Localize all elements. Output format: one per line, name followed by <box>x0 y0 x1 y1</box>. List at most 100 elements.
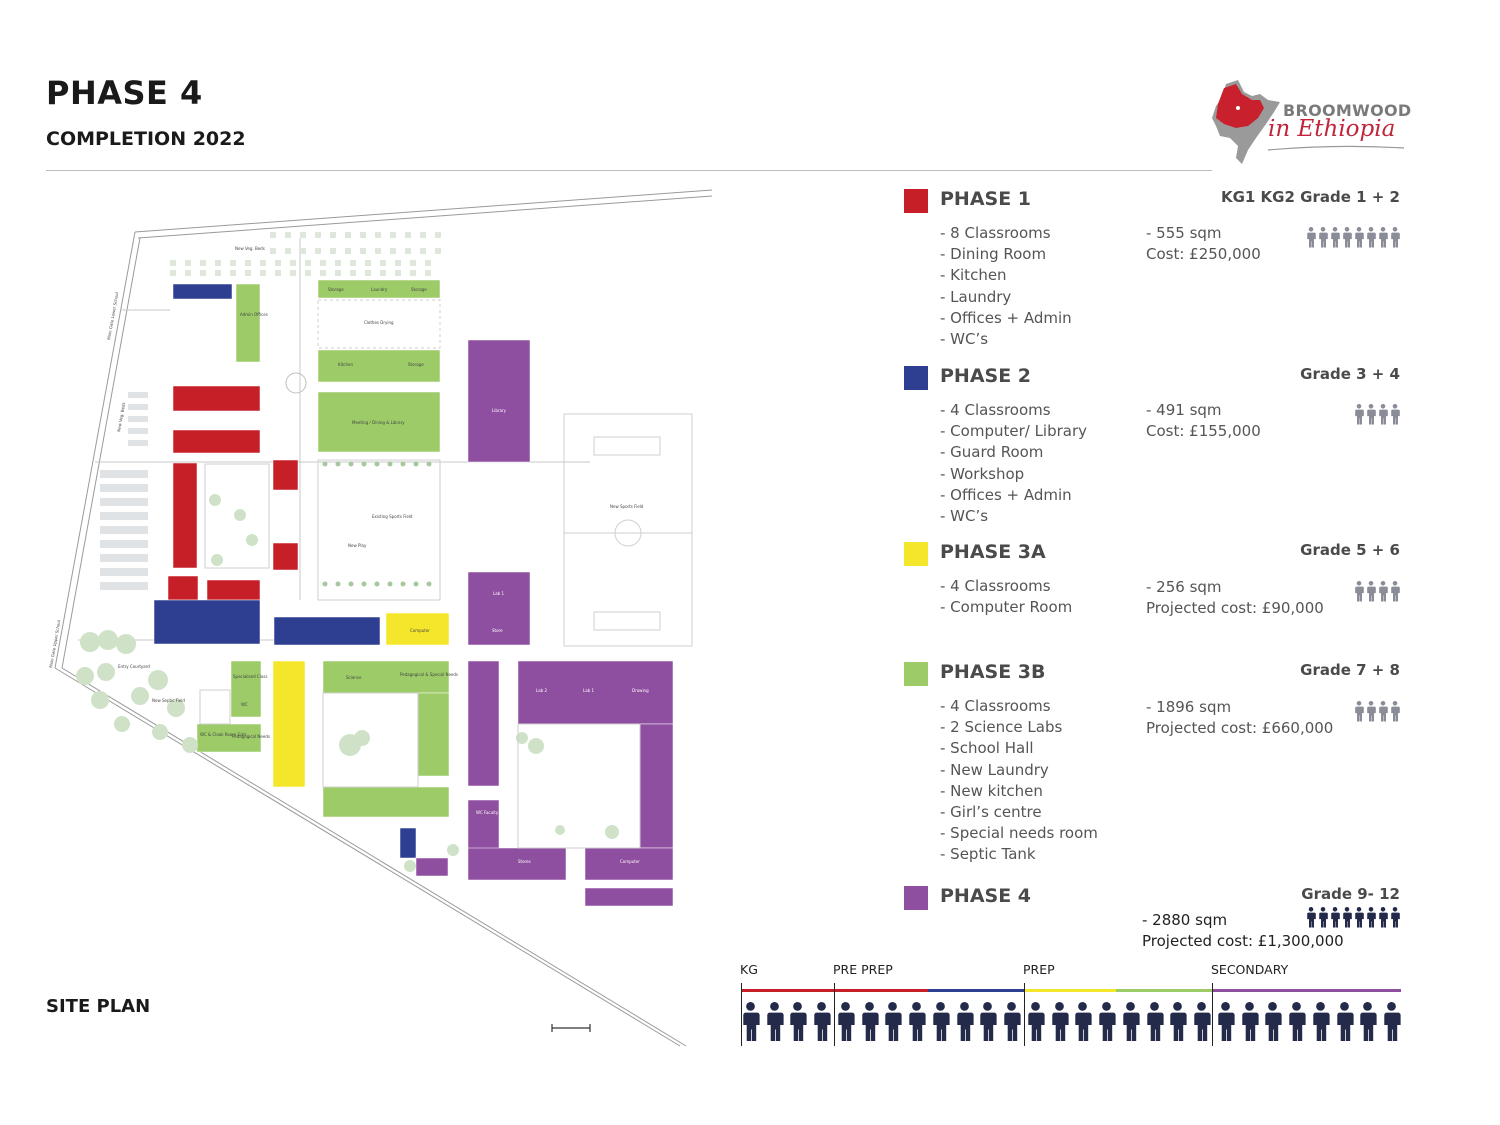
phase-grade: Grade 3 + 4 <box>1300 365 1400 383</box>
clothes-drying-area <box>317 299 441 349</box>
stage-color-band <box>1213 989 1401 992</box>
label-store: Store <box>492 628 503 633</box>
student-icon <box>1331 227 1340 248</box>
label-ped-special: Pedagogical & Special Needs <box>400 672 458 677</box>
student-icon <box>1367 907 1376 928</box>
student-icon <box>1343 227 1352 248</box>
phase-area: - 555 sqm <box>1146 224 1222 242</box>
phase-item: - Offices + Admin <box>940 308 1072 327</box>
phase-item: - New kitchen <box>940 781 1043 800</box>
student-figure <box>909 1002 926 1041</box>
label-sports-field: Existing Sports Field <box>372 514 413 519</box>
label-dining: Meeting / Dining & Library <box>352 420 405 425</box>
student-figure <box>1289 1002 1306 1041</box>
student-figure <box>1194 1002 1211 1041</box>
header-divider <box>46 170 1212 171</box>
label-specialised: Specialised Class <box>233 674 267 679</box>
phase-title: PHASE 4 <box>940 885 1032 907</box>
phase-color-swatch <box>904 366 928 390</box>
student-figure <box>1265 1002 1282 1041</box>
label-veg-beds-left: New Veg. Beds <box>116 402 126 432</box>
student-icon <box>1307 907 1316 928</box>
phase-color-swatch <box>904 542 928 566</box>
student-figure <box>814 1002 831 1041</box>
stage-divider <box>834 983 835 1046</box>
label-science: Science <box>346 675 362 680</box>
student-icon <box>1367 404 1376 425</box>
student-icon <box>1379 907 1388 928</box>
student-icon <box>1307 227 1316 248</box>
page-title: PHASE 4 <box>46 74 203 112</box>
phase-area: - 2880 sqm <box>1142 911 1228 929</box>
phase-area: - 256 sqm <box>1146 578 1222 596</box>
phase-items-list: - 8 Classrooms- Dining Room- Kitchen- La… <box>940 223 1072 350</box>
logo-underline <box>1267 145 1405 151</box>
tree-rows <box>170 232 441 276</box>
phase-area: - 1896 sqm <box>1146 698 1232 716</box>
courtyard <box>204 372 307 569</box>
phase-item: - 8 Classrooms <box>940 224 1051 242</box>
label-storage-1: Storage <box>328 287 344 292</box>
student-figure <box>838 1002 855 1041</box>
label-computer-2: Computer <box>620 859 640 864</box>
student-figure <box>1123 1002 1140 1041</box>
student-figure <box>1051 1002 1069 1041</box>
phase-item: - Computer/ Library <box>940 422 1088 441</box>
phase4-buildings <box>415 339 674 907</box>
phase-student-icons <box>1306 226 1400 248</box>
phase-grade: Grade 5 + 6 <box>1300 541 1400 559</box>
phase3b-buildings <box>196 279 450 818</box>
phase-item: - Kitchen <box>940 266 1007 285</box>
student-figure <box>743 1002 760 1041</box>
existing-sports-field <box>317 459 441 601</box>
student-figure <box>1170 1002 1187 1041</box>
label-pedagogical: Pedagogical Needs <box>232 734 270 739</box>
student-figure <box>1384 1002 1401 1041</box>
logo-text-top: BROOMWOOD <box>1283 101 1412 120</box>
phase-color-swatch <box>904 886 928 910</box>
phase-area: - 491 sqm <box>1146 401 1222 419</box>
phase-title: PHASE 2 <box>940 365 1032 387</box>
label-kitchen: Kitchen <box>338 362 353 367</box>
phase-item: - Guard Room <box>940 443 1044 462</box>
student-icon <box>1331 907 1340 928</box>
phase-item: - Special needs room <box>940 824 1098 843</box>
student-figure <box>790 1002 808 1041</box>
phase-cost: Projected cost: £90,000 <box>1146 599 1324 618</box>
phase-item: - 4 Classrooms <box>940 577 1051 595</box>
student-figure <box>861 1002 879 1041</box>
label-library: Library <box>492 408 507 413</box>
label-laundry: Laundry <box>371 287 388 292</box>
label-new-sports-field: New Sports Field <box>610 504 644 509</box>
label-drawing: Drawing <box>632 688 649 693</box>
label-entry: Entry Courtyard <box>118 664 150 669</box>
phase-cost: Cost: £250,000 <box>1146 245 1261 264</box>
phase-item: - Dining Room <box>940 245 1047 264</box>
student-figure <box>1146 1002 1164 1041</box>
phase-items-list: - 4 Classrooms- 2 Science Labs- School H… <box>940 696 1098 866</box>
phase-color-swatch <box>904 662 928 686</box>
phase3a-buildings <box>272 612 450 788</box>
phase-grade: Grade 9- 12 <box>1301 885 1400 903</box>
label-wc-girls: WC & Cloak Room Girls <box>200 732 247 737</box>
stage-color-band <box>1025 989 1116 992</box>
label-lab-3: Lab 1 <box>583 688 594 693</box>
student-figure <box>1313 1002 1330 1041</box>
student-figure <box>1099 1002 1116 1041</box>
label-main-gate-lower: Main Gate Lower School <box>106 292 119 340</box>
phase-item: - New Laundry <box>940 760 1049 779</box>
phase-item: - WC’s <box>940 330 989 349</box>
phase-item: - Computer Room <box>940 598 1073 617</box>
phase-title: PHASE 3A <box>940 541 1046 563</box>
label-veg-beds-top: New Veg. Beds <box>235 246 265 251</box>
phase-item: - WC’s <box>940 507 989 526</box>
phase-grade: KG1 KG2 Grade 1 + 2 <box>1220 188 1400 206</box>
phase-item: - Offices + Admin <box>940 485 1072 504</box>
student-icon <box>1391 701 1400 722</box>
phase-student-icons <box>1354 403 1400 425</box>
label-new-play: New Play <box>348 543 367 548</box>
veg-beds-left <box>100 392 148 590</box>
